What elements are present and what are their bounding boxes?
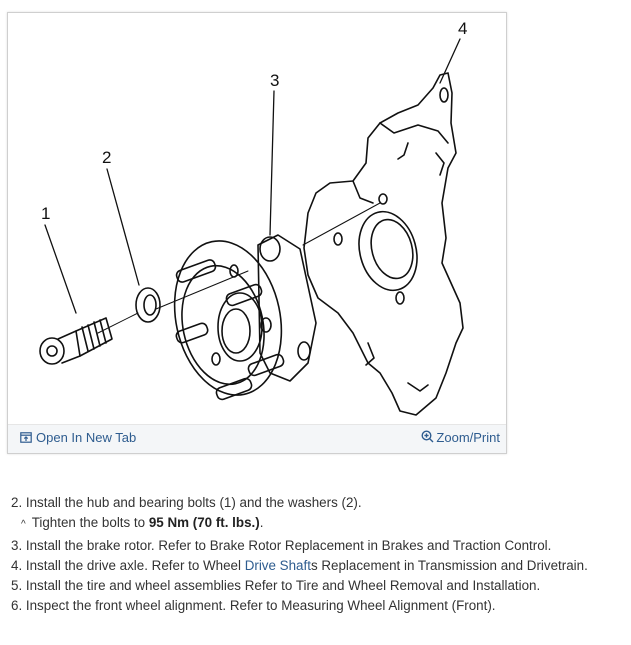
step-5: 5. Install the tire and wheel assemblies… (11, 578, 541, 594)
zoom-print-link[interactable]: Zoom/Print (421, 430, 500, 446)
open-in-new-tab-label: Open In New Tab (36, 430, 137, 445)
hub-bearing-diagram: 1 2 3 4 (39, 19, 467, 416)
callout-4: 4 (458, 19, 467, 38)
open-in-new-tab-link[interactable]: Open In New Tab (20, 430, 136, 446)
torque-prefix: Tighten the bolts to (31, 515, 149, 531)
callout-3: 3 (270, 71, 279, 90)
zoom-print-label: Zoom/Print (436, 430, 500, 445)
caret-up-icon: ^ (21, 519, 26, 531)
step-3: 3. Install the brake rotor. Refer to Bra… (11, 537, 552, 553)
step-2: 2. Install the hub and bearing bolts (1)… (11, 495, 362, 510)
torque-value: 95 Nm (70 ft. lbs.) (148, 515, 260, 531)
figure-toolbar: Open In New Tab Zoom/Print (8, 424, 506, 453)
steering-knuckle (303, 72, 464, 416)
leader-lines (44, 38, 461, 334)
callout-2: 2 (102, 148, 111, 167)
step-2-torque-note: ^ Tighten the bolts to 95 Nm (70 ft. lbs.… (11, 513, 626, 535)
washer (135, 287, 161, 323)
wheel-studs (175, 259, 285, 401)
step-4-suffix: s Replacement in Transmission and Drivet… (310, 557, 588, 573)
hub-bearing-assembly (173, 234, 317, 401)
step-4: 4. Install the drive axle. Refer to Whee… (11, 556, 626, 576)
drive-shaft-link[interactable]: Drive Shaft (244, 557, 311, 573)
open-in-new-tab-icon (20, 431, 32, 446)
figure-container: 1 2 3 4 (7, 12, 507, 454)
torque-suffix: . (259, 515, 264, 531)
callout-1: 1 (41, 204, 50, 223)
hub-bolt (39, 317, 113, 365)
step-4-prefix: 4. Install the drive axle. Refer to Whee… (11, 557, 245, 573)
procedure-steps: 2. Install the hub and bearing bolts (1)… (11, 493, 626, 617)
step-6: 6. Inspect the front wheel alignment. Re… (11, 598, 496, 614)
zoom-in-icon (421, 430, 434, 446)
